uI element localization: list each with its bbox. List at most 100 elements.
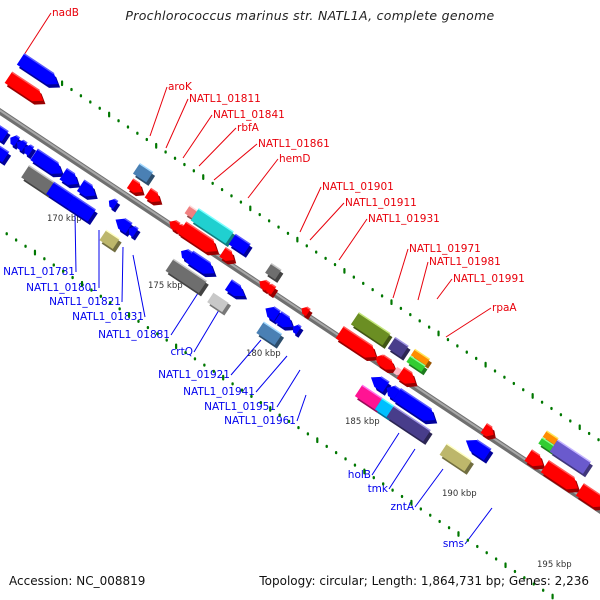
gene-natl1-01941[interactable]	[265, 306, 283, 325]
gene-label-natl1-01951[interactable]: NATL1_01951	[204, 401, 276, 413]
gene-natl1-01971-b[interactable]	[335, 326, 379, 362]
gene-label-nadb[interactable]: nadB	[52, 7, 79, 19]
gene-far-red-3[interactable]	[575, 483, 600, 511]
gene-label-tmk[interactable]: tmk	[368, 483, 389, 495]
gene-label-natl1-01841[interactable]: NATL1_01841	[213, 109, 285, 121]
gene-far-red-1[interactable]	[524, 449, 546, 470]
label-leader-line	[121, 246, 124, 303]
gene-natl1-01961[interactable]	[256, 321, 285, 349]
gene-natl1-01801[interactable]	[21, 165, 57, 198]
gene-natl1-01781[interactable]	[0, 145, 12, 166]
gene-label-natl1-01801[interactable]: NATL1_01801	[26, 282, 98, 294]
gene-natl1-01821[interactable]	[66, 194, 98, 226]
gene-label-natl1-01901[interactable]: NATL1_01901	[322, 181, 394, 193]
gene-fwd-3[interactable]	[219, 246, 237, 265]
gene-natl1-01951-b[interactable]	[292, 324, 304, 338]
label-leader-line	[296, 394, 307, 422]
gene-zntA[interactable]	[386, 405, 433, 445]
gene-natl1-01971[interactable]	[350, 312, 393, 349]
gene-natl1-01921[interactable]	[224, 279, 248, 300]
gene-label-natl1-01961[interactable]: NATL1_01961	[224, 415, 296, 427]
label-leader-line	[255, 355, 288, 393]
gene-natl1-01901[interactable]	[265, 263, 284, 283]
genome-title: Prochlorococcus marinus str. NATL1A, com…	[125, 8, 495, 23]
gene-label-holb[interactable]: holB	[348, 469, 371, 481]
scale-label: 195 kbp	[537, 560, 572, 570]
gene-label-natl1-01911[interactable]: NATL1_01911	[345, 197, 417, 209]
gene-natl1-01831-small[interactable]	[108, 198, 121, 213]
gene-natl1-01811[interactable]	[126, 178, 145, 197]
gene-hemD-region[interactable]	[178, 221, 220, 256]
gene-label-natl1-01971[interactable]: NATL1_01971	[409, 243, 481, 255]
gene-natl1-01921-b[interactable]	[207, 291, 232, 316]
gene-rev-1[interactable]	[0, 120, 11, 145]
label-leader-line	[74, 214, 77, 273]
genome-summary-text: Topology: circular; Length: 1,864,731 bp…	[259, 574, 589, 588]
gene-natl1-01831-b[interactable]	[128, 225, 141, 241]
gene-label-rpaa[interactable]: rpaA	[492, 302, 517, 314]
label-leader-line	[247, 158, 279, 199]
label-leader-line	[230, 339, 262, 376]
gene-natl1-01801-b[interactable]	[59, 167, 81, 189]
label-leader-line	[170, 289, 201, 336]
gene-label-natl1-01861[interactable]: NATL1_01861	[258, 138, 330, 150]
gene-hemD[interactable]	[228, 233, 253, 258]
label-leader-line	[309, 202, 345, 241]
gene-label-natl1-01781[interactable]: NATL1_01781	[3, 266, 75, 278]
gene-natl1-01801-a[interactable]	[30, 148, 65, 178]
gene-natl1-01931[interactable]	[301, 306, 313, 320]
label-leader-line	[392, 248, 409, 299]
gene-natl1-01911b[interactable]	[265, 283, 279, 299]
gene-label-natl1-01831[interactable]: NATL1_01831	[72, 311, 144, 323]
label-leader-line	[436, 278, 453, 300]
gene-natl1-01861[interactable]	[190, 208, 236, 248]
label-leader-line	[165, 98, 189, 149]
gene-fwd-far-1[interactable]	[480, 423, 496, 440]
label-leader-line	[414, 468, 444, 508]
gene-natl1-01831-khaki[interactable]	[99, 229, 122, 253]
gene-holB-a[interactable]	[370, 376, 392, 396]
gene-rpaA[interactable]	[396, 366, 418, 388]
gene-label-natl1-01931[interactable]: NATL1_01931	[368, 213, 440, 225]
gene-label-natl1-01811[interactable]: NATL1_01811	[189, 93, 261, 105]
gene-label-natl1-01981[interactable]: NATL1_01981	[429, 256, 501, 268]
gene-label-natl1-01941[interactable]: NATL1_01941	[183, 386, 255, 398]
gene-natl1-01841[interactable]	[144, 187, 163, 206]
gene-natl1-01991[interactable]	[387, 336, 411, 361]
gene-label-natl1-01821[interactable]: NATL1_01821	[49, 296, 121, 308]
gene-sms[interactable]	[439, 443, 474, 475]
gene-label-hemd[interactable]: hemD	[279, 153, 310, 165]
gene-far-red-2[interactable]	[540, 459, 581, 493]
gene-natl1-01951[interactable]	[274, 311, 296, 331]
gene-rpaA-a[interactable]	[410, 348, 432, 369]
gene-label-arok[interactable]: aroK	[168, 81, 193, 93]
gene-sms-a[interactable]	[465, 439, 494, 464]
gene-nadB[interactable]	[4, 71, 46, 105]
gene-aroK[interactable]	[132, 162, 156, 186]
label-leader-line	[149, 86, 168, 137]
gene-label-znta[interactable]: zntA	[391, 501, 415, 513]
gene-label-crtq[interactable]: crtQ	[171, 346, 193, 358]
gene-nadB-region[interactable]	[16, 53, 61, 88]
gene-natl1-01781-c[interactable]	[24, 144, 37, 160]
gene-crtQ[interactable]	[165, 258, 209, 297]
gene-natl1-01801-c[interactable]	[76, 179, 98, 200]
label-leader-line	[182, 114, 213, 159]
gene-natl1-01981-b[interactable]	[377, 354, 398, 374]
gene-zntA-a[interactable]	[392, 388, 438, 425]
gene-natl1-01881[interactable]	[185, 250, 217, 278]
gene-label-sms[interactable]: sms	[443, 538, 464, 550]
gene-rpaA-b[interactable]	[406, 355, 428, 376]
gene-label-natl1-01991[interactable]: NATL1_01991	[453, 273, 525, 285]
gene-label-natl1-01921[interactable]: NATL1_01921	[158, 369, 230, 381]
gene-label-rbfa[interactable]: rbfA	[237, 122, 260, 134]
label-leader-line	[338, 218, 368, 261]
label-leader-line	[276, 369, 301, 408]
gene-natl1-01831[interactable]	[115, 217, 135, 237]
gene-label-natl1-01881[interactable]: NATL1_01881	[98, 329, 170, 341]
gene-far-slate[interactable]	[549, 439, 593, 478]
scale-label: 175 kbp	[148, 281, 183, 291]
label-leader-line	[299, 186, 322, 233]
label-leader-line	[445, 307, 492, 338]
